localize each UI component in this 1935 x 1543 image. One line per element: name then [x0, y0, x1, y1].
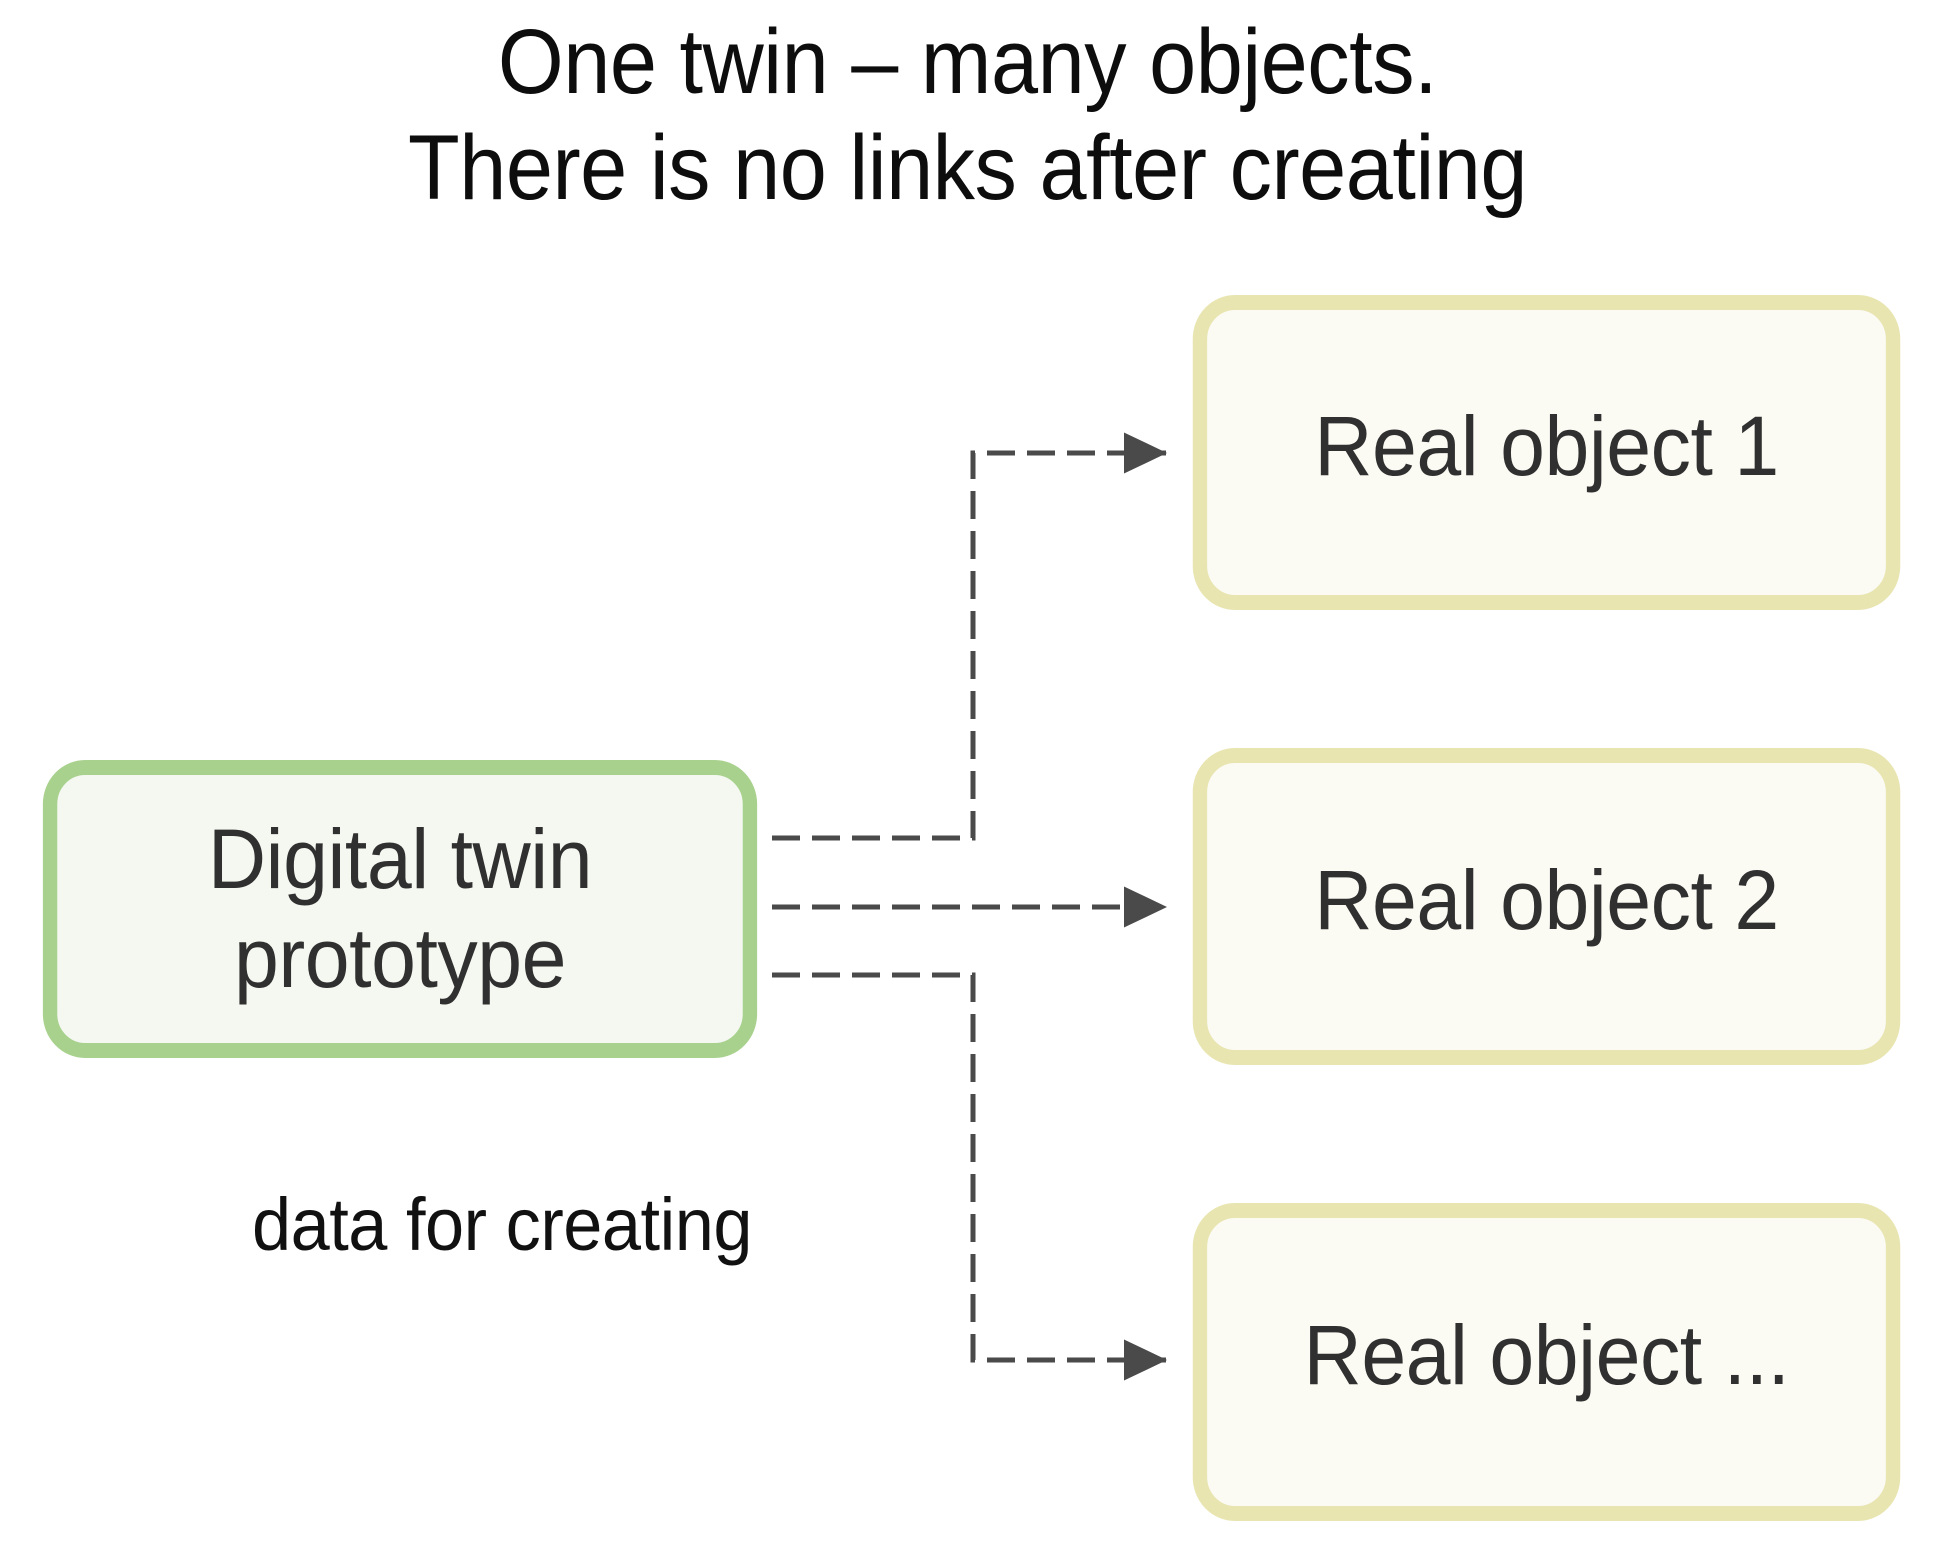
edge-twin-to-real-object-1 [772, 432, 1168, 841]
node-real-object-n[interactable]: Real object ... [1192, 1203, 1901, 1521]
node-digital-twin-prototype-label: Digital twin prototype [207, 811, 593, 1005]
node-digital-twin-prototype[interactable]: Digital twin prototype [42, 760, 758, 1058]
diagram-title: One twin – many objects. There is no lin… [77, 10, 1857, 222]
edge-label-data-for-creating: data for creating [252, 1183, 752, 1266]
title-line-2: There is no links after creating [407, 116, 1528, 219]
edge-twin-to-real-object-n [772, 972, 1168, 1381]
node-real-object-2-label: Real object 2 [1314, 852, 1779, 947]
node-real-object-1[interactable]: Real object 1 [1192, 295, 1901, 610]
title-line-1: One twin – many objects. [497, 11, 1438, 113]
node-real-object-2[interactable]: Real object 2 [1192, 748, 1901, 1065]
node-real-object-n-label: Real object ... [1303, 1308, 1790, 1403]
node-real-object-1-label: Real object 1 [1314, 398, 1779, 493]
